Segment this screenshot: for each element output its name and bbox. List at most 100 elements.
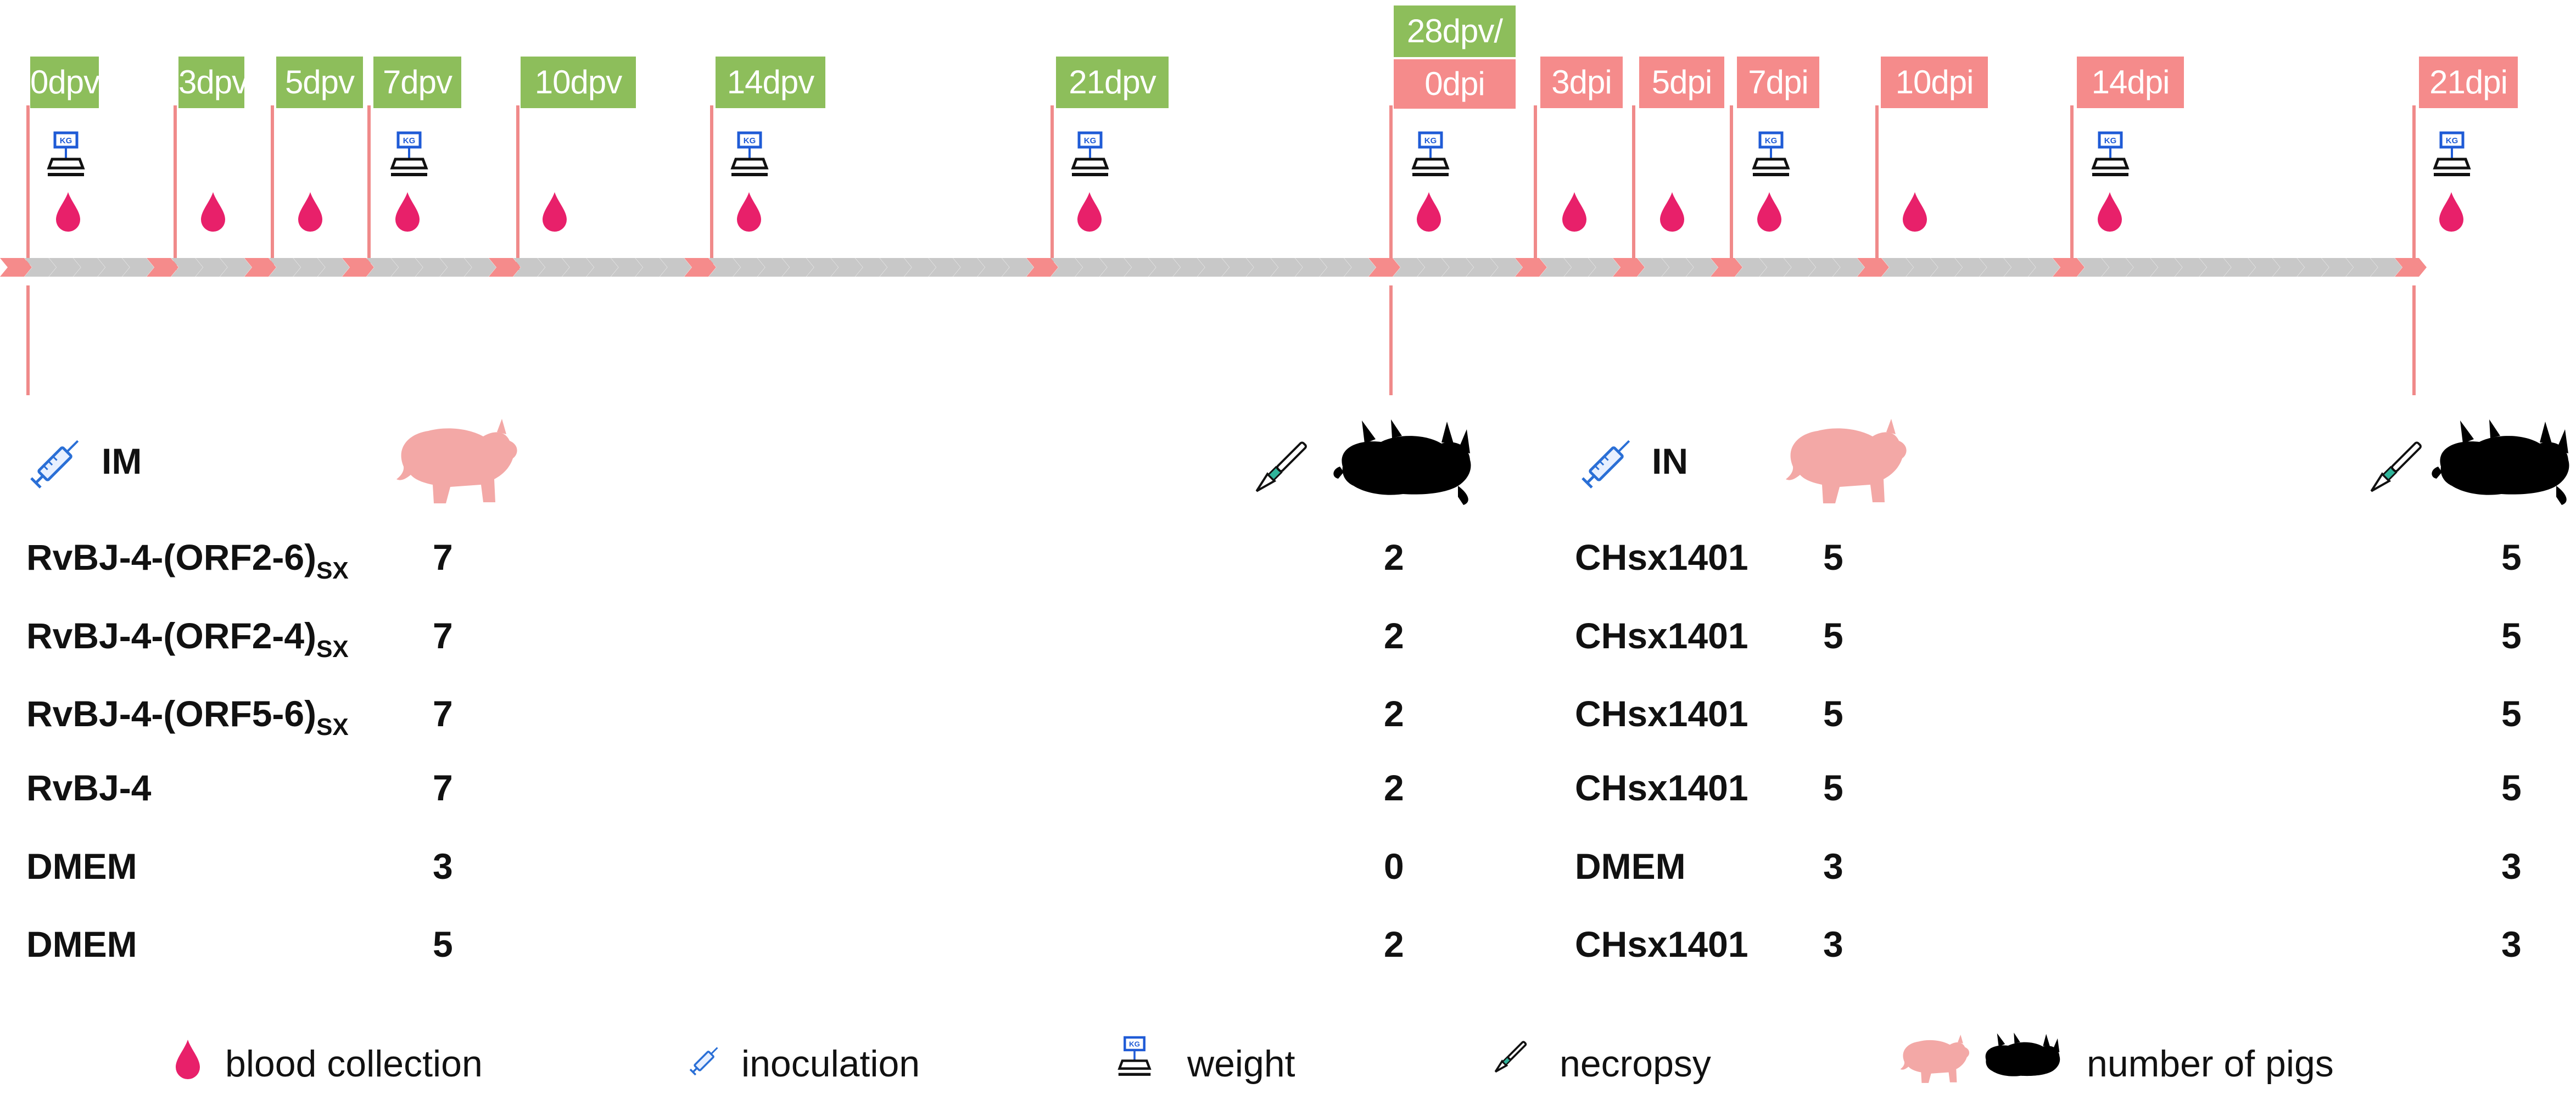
- timeline-event-arrow: [2395, 258, 2427, 277]
- svg-text:KG: KG: [403, 136, 416, 145]
- vaccine-pig-count: 7: [433, 537, 453, 577]
- timeline-arrow-segment: [1539, 258, 1572, 277]
- timeline-arrow-segment: [855, 258, 887, 277]
- challenge-group-name: DMEM: [1575, 846, 1686, 887]
- vaccine-pig-count: 7: [433, 693, 453, 734]
- vaccine-name-text: RvBJ-4: [26, 767, 152, 808]
- tick-line: [710, 105, 713, 270]
- label-5dpv: 5dpv: [276, 57, 363, 108]
- vaccine-group-name: RvBJ-4-(ORF2-4)SX: [26, 614, 349, 661]
- legend-necropsy-label: necropsy: [1560, 1043, 1711, 1085]
- timeline-arrow-segment: [1295, 258, 1327, 277]
- timeline-arrow-segment: [2077, 258, 2109, 277]
- svg-text:KG: KG: [1765, 136, 1778, 145]
- weight-icon: KG: [1752, 131, 1790, 176]
- challenge-necropsy-count: 5: [2501, 767, 2522, 808]
- timeline-arrow-segment: [1808, 258, 1840, 277]
- syringe-icon: [689, 1047, 718, 1076]
- vaccine-group-name: RvBJ-4-(ORF5-6)SX: [26, 692, 349, 739]
- timeline-arrow-segment: [2370, 258, 2402, 277]
- vaccine-pig-count: 7: [433, 767, 453, 808]
- label-14dpv: 14dpv: [716, 57, 825, 108]
- tick-line: [1730, 105, 1733, 270]
- legend-weight-label: weight: [1187, 1043, 1295, 1085]
- challenge-group-name: CHsx1401: [1575, 615, 1748, 656]
- blood-drop-icon: [201, 192, 225, 232]
- timeline-event-arrow: [684, 258, 716, 277]
- challenge-pig-count: 3: [1823, 924, 1843, 964]
- pig-dead-icon: [1333, 419, 1471, 505]
- weight-icon: KG: [2433, 131, 2471, 176]
- weight-icon: KG: [1117, 1036, 1152, 1076]
- challenge-necropsy-count: 5: [2501, 693, 2522, 734]
- vaccine-subscript: SX: [316, 714, 349, 740]
- vaccine-group-name: DMEM: [26, 844, 137, 888]
- challenge-pig-count: 5: [1823, 693, 1843, 734]
- vaccine-name-text: RvBJ-4-(ORF5-6): [26, 693, 317, 734]
- challenge-necropsy-count: 5: [2501, 537, 2522, 577]
- timeline-arrow-segment: [1320, 258, 1351, 277]
- tick-line: [26, 105, 30, 270]
- timeline-arrow-segment: [1466, 258, 1498, 277]
- timeline-arrow-segment: [1344, 258, 1376, 277]
- vaccine-name-text: RvBJ-4-(ORF2-6): [26, 537, 317, 577]
- timeline-arrow-segment: [2272, 258, 2305, 277]
- timeline-arrow-segment: [2150, 258, 2182, 277]
- label-3dpi: 3dpi: [1540, 57, 1623, 108]
- timeline-arrow-segment: [2126, 258, 2158, 277]
- timeline-arrow-segment: [2199, 258, 2231, 277]
- blood-drop-icon: [1562, 192, 1586, 232]
- timeline-arrow-segment: [733, 258, 765, 277]
- timeline-arrow-segment: [1197, 258, 1230, 277]
- timeline-event-arrow: [1515, 258, 1547, 277]
- svg-text:KG: KG: [60, 136, 72, 145]
- timeline-arrow-segment: [2102, 258, 2133, 277]
- blood-drop-icon: [298, 192, 322, 232]
- label-7dpi: 7dpi: [1737, 57, 1819, 108]
- timeline-arrow-segment: [49, 258, 81, 277]
- challenge-pig-count: 5: [1823, 537, 1843, 577]
- timeline-arrow-segment: [1881, 258, 1914, 277]
- vaccine-pig-count: 7: [433, 615, 453, 656]
- challenge-pig-count: 5: [1823, 767, 1843, 808]
- blood-drop-icon: [1660, 192, 1684, 232]
- timeline-arrow-segment: [1832, 258, 1865, 277]
- timeline-arrow-segment: [366, 258, 399, 277]
- timeline-arrow-segment: [538, 258, 569, 277]
- label-21dpv: 21dpv: [1056, 57, 1169, 108]
- timeline-arrow-segment: [1393, 258, 1425, 277]
- tick-line: [1875, 105, 1879, 270]
- timeline-arrow-segment: [953, 258, 985, 277]
- timeline-event-arrow: [1026, 258, 1058, 277]
- label-0dpv: 0dpv: [30, 57, 100, 108]
- challenge-group-name: CHsx1401: [1575, 537, 1748, 577]
- timeline-arrow-segment: [440, 258, 472, 277]
- timeline-arrow-segment: [2248, 258, 2280, 277]
- label-5dpi: 5dpi: [1639, 57, 1724, 108]
- pig-dead-icon: [1985, 1033, 2060, 1076]
- timeline-arrow-segment: [2321, 258, 2354, 277]
- weight-icon: KG: [47, 131, 85, 176]
- timeline-event-arrow: [2053, 258, 2085, 277]
- timeline-arrow-segment: [1637, 258, 1669, 277]
- timeline-arrow-segment: [73, 258, 105, 277]
- vaccine-pig-count: 3: [433, 846, 453, 887]
- blood-drop-icon: [737, 192, 761, 232]
- challenge-necropsy-count: 3: [2501, 846, 2522, 887]
- vaccine-necropsy-count: 2: [1384, 537, 1404, 577]
- tick-line: [1389, 105, 1393, 270]
- timeline-arrow-segment: [1686, 258, 1718, 277]
- timeline-arrow-segment: [2004, 258, 2036, 277]
- challenge-necropsy-count: 3: [2501, 924, 2522, 964]
- timeline-event-arrow: [342, 258, 374, 277]
- timeline-arrow-segment: [1246, 258, 1278, 277]
- timeline-arrow-segment: [1588, 258, 1621, 277]
- timeline-arrow-segment: [2175, 258, 2207, 277]
- timeline-arrow-segment: [1002, 258, 1034, 277]
- timeline-arrow-segment: [269, 258, 301, 277]
- challenge-group-name: CHsx1401: [1575, 924, 1748, 964]
- blood-drop-icon: [1903, 192, 1927, 232]
- challenge-group-name: CHsx1401: [1575, 767, 1748, 808]
- svg-text:KG: KG: [1424, 136, 1437, 145]
- timeline-arrow-segment: [757, 258, 790, 277]
